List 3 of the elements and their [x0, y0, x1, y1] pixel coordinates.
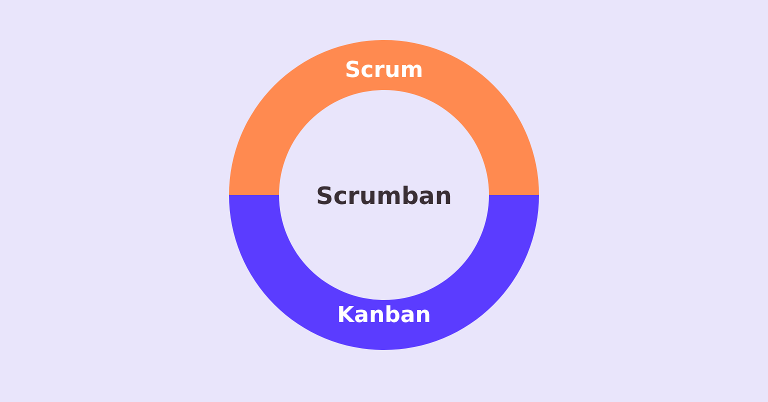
segment-label: Scrum — [344, 58, 424, 83]
segment-label: Kanban — [337, 303, 431, 328]
center-label: Scrumban — [316, 182, 452, 210]
